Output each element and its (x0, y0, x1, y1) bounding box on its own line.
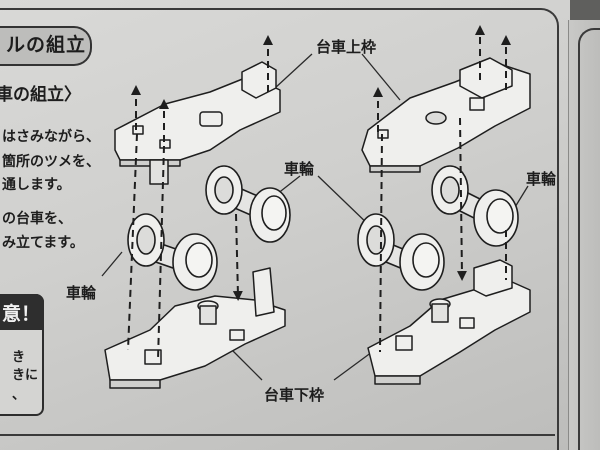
label-wheel-center: 車輪 (284, 160, 315, 178)
instruction-line: の台車を、 (2, 211, 72, 227)
label-upper-frame: 台車上枠 (316, 38, 377, 56)
leader-lines (101, 53, 529, 381)
left-upper-frame (114, 61, 281, 185)
notice-title: 意！ (2, 303, 41, 325)
instruction-line: み立てます。 (2, 235, 84, 251)
instruction-line: はさみながら、 (2, 129, 100, 145)
right-upper-frame (361, 57, 531, 173)
section-title-badge (0, 26, 92, 66)
label-wheel-left: 車輪 (66, 284, 97, 302)
notice-line: 、 (12, 388, 26, 403)
subheading: 車の組立〉 (0, 85, 81, 105)
right-lower-frame (367, 259, 531, 385)
left-lower-frame (104, 267, 286, 389)
instruction-line: 通します。 (2, 177, 71, 193)
label-lower-frame: 台車下枠 (264, 386, 325, 404)
notice-line: き (12, 350, 26, 365)
label-wheel-right: 車輪 (526, 170, 557, 188)
assembly-guide-lines (127, 25, 511, 361)
next-page-edge (568, 20, 600, 450)
instruction-line: 箇所のツメを、 (2, 154, 100, 170)
section-title: ルの組立 (6, 34, 87, 56)
left-wheelsets (127, 165, 291, 291)
bottom-rule (0, 434, 555, 436)
notice-header (0, 294, 44, 330)
page-frame (0, 8, 559, 450)
next-page-frame (578, 28, 600, 450)
notice-line: きに (12, 368, 39, 383)
